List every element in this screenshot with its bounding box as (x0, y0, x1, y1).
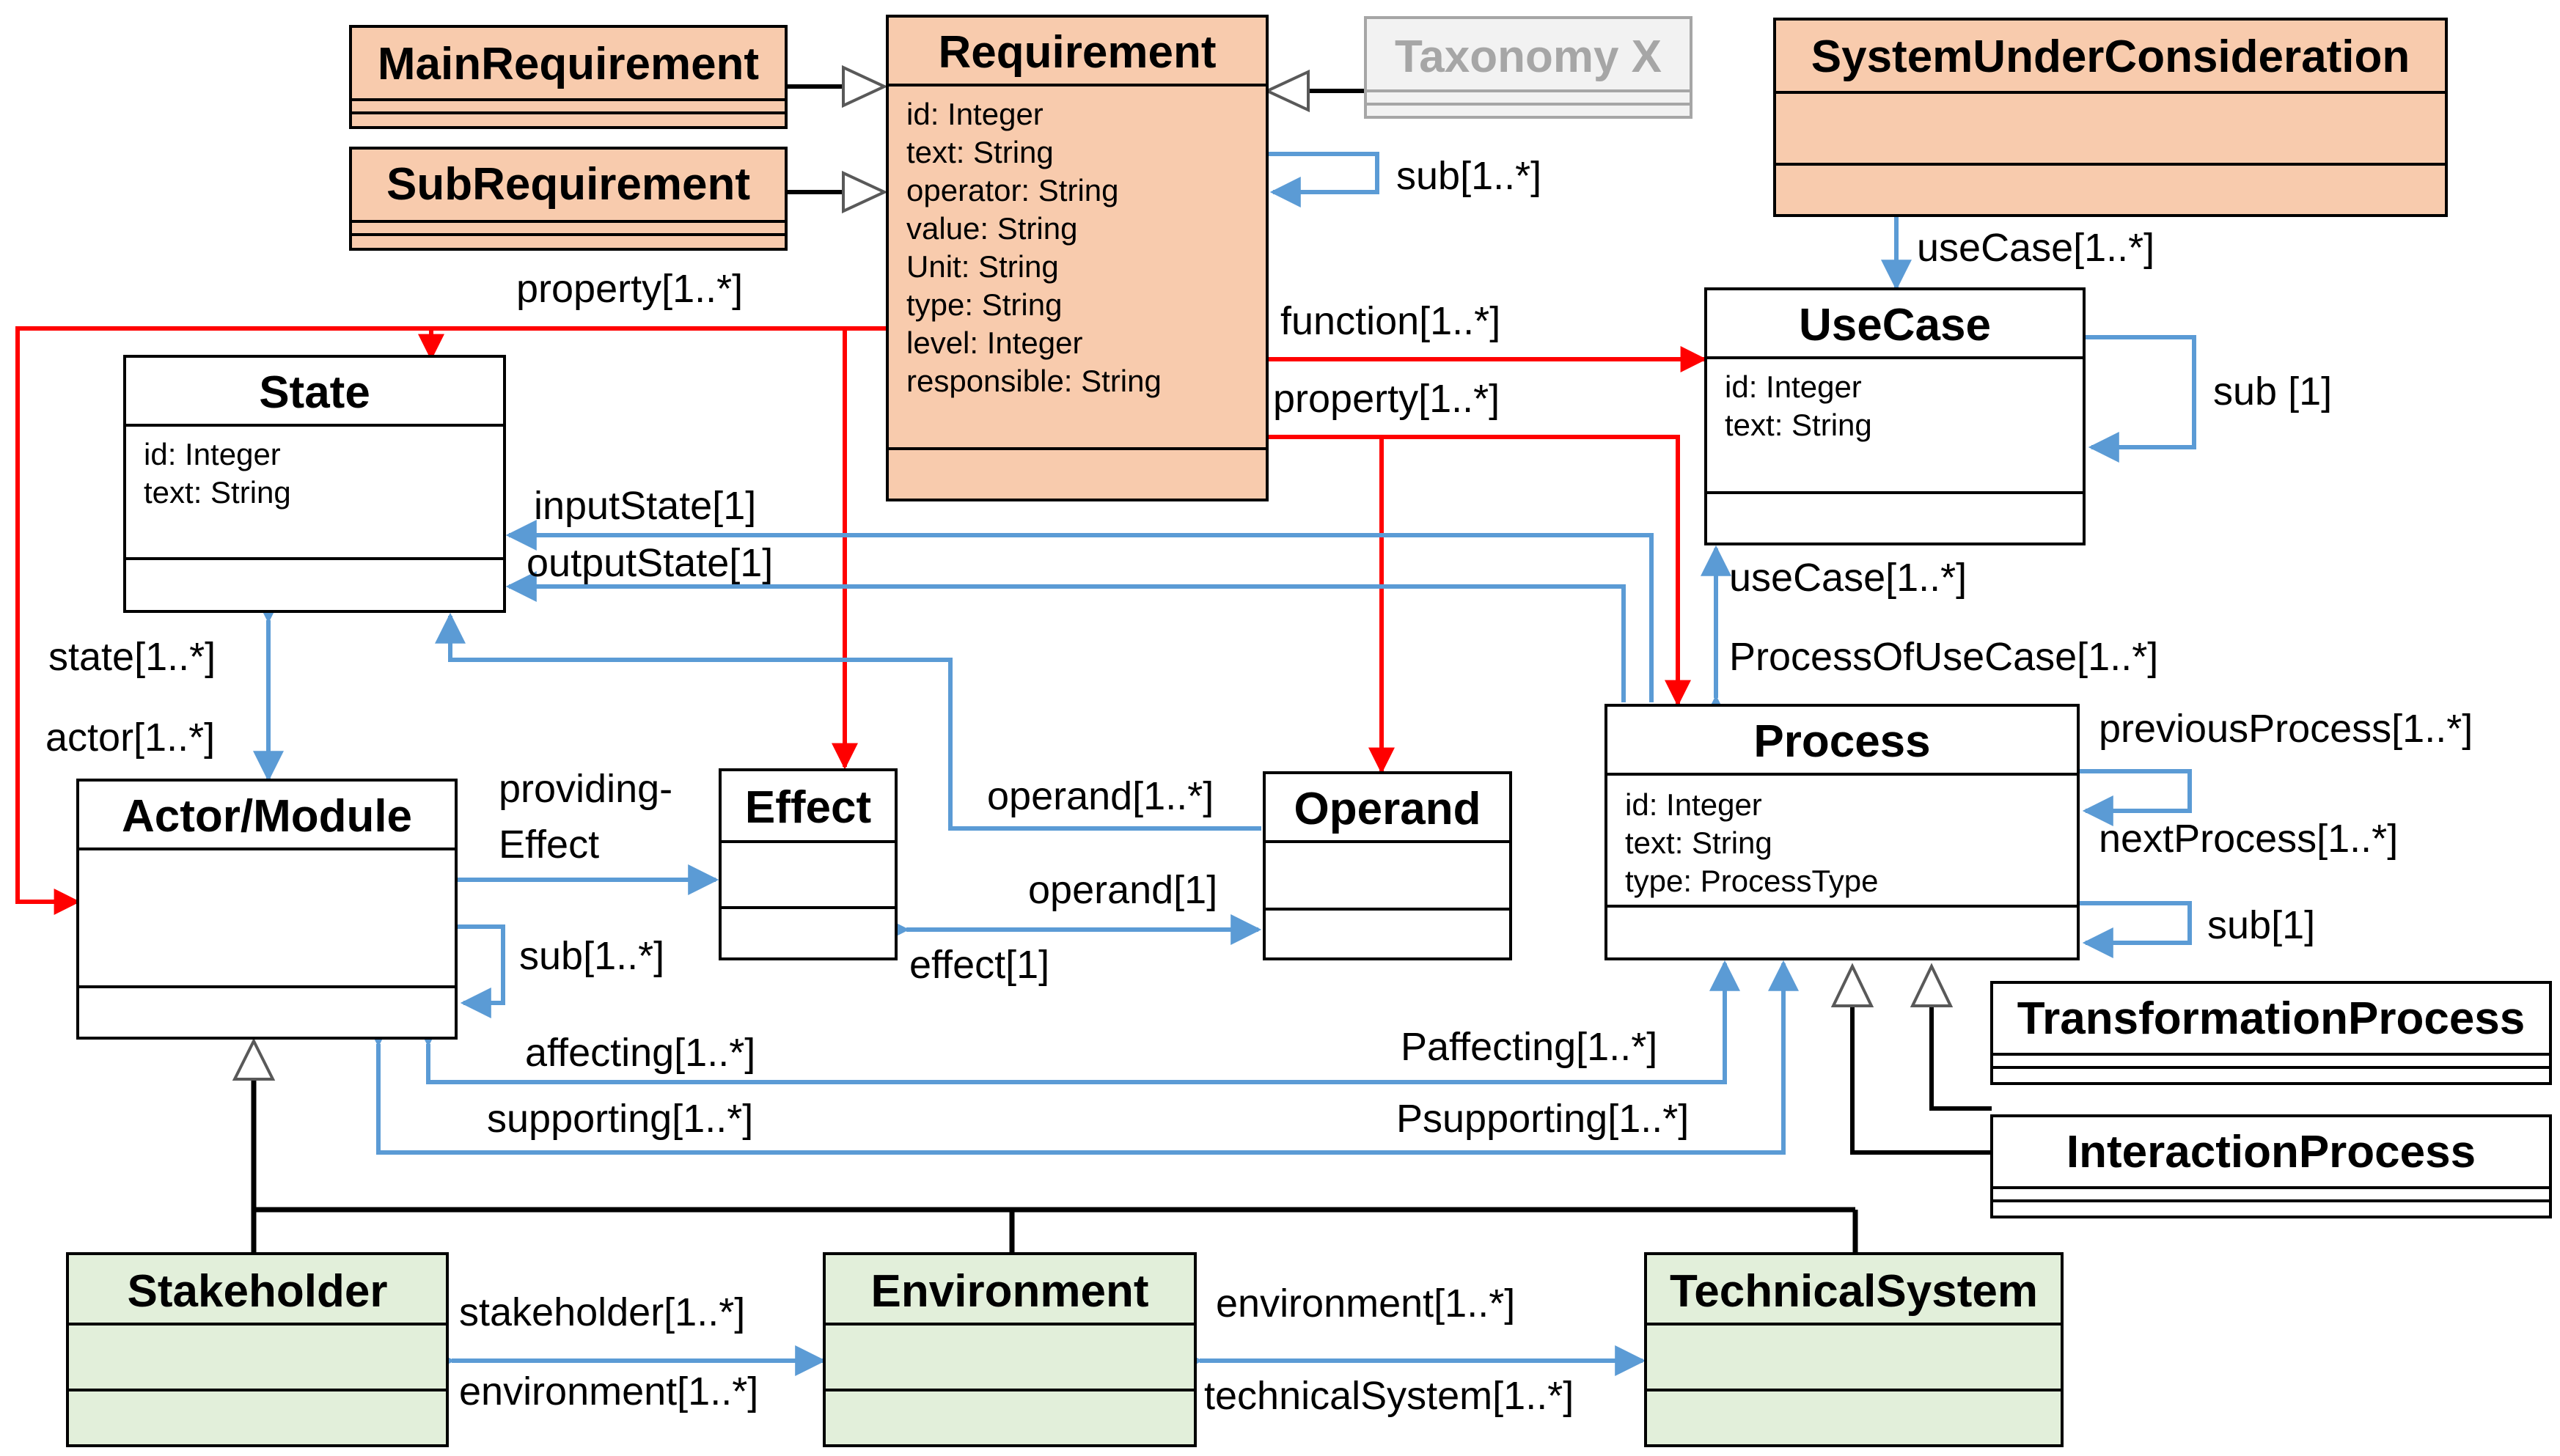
main-requirement-title: MainRequirement (378, 39, 759, 89)
use-case-attr-text: text: String (1725, 408, 1872, 442)
class-technical-system[interactable]: TechnicalSystem (1644, 1252, 2064, 1447)
label-p-affecting: Paffecting[1..*] (1401, 1025, 1657, 1069)
requirement-attr-unit: Unit: String (906, 249, 1059, 284)
assoc-usecase-sub (2086, 335, 2196, 463)
requirement-attr-type: type: String (906, 287, 1062, 322)
stakeholder-title: Stakeholder (128, 1266, 388, 1317)
class-interaction-process[interactable]: InteractionProcess (1990, 1114, 2552, 1218)
assoc-operand-state (435, 612, 1261, 831)
class-requirement[interactable]: Requirement id: Integer text: String ope… (886, 15, 1269, 501)
class-taxonomy[interactable]: Taxonomy X (1364, 16, 1692, 119)
environment-title: Environment (871, 1266, 1149, 1317)
assoc-property-to-process (1267, 435, 1691, 707)
label-uc-sub: sub [1] (2213, 369, 2332, 413)
inheritance-interaction-process (1830, 963, 1992, 1155)
assoc-process-sub (2080, 901, 2192, 958)
label-process-sub: sub[1] (2207, 903, 2315, 947)
process-title: Process (1753, 716, 1930, 767)
technical-system-title: TechnicalSystem (1670, 1266, 2038, 1317)
label-p-supporting: Psupporting[1..*] (1396, 1097, 1689, 1141)
state-attr-text: text: String (144, 475, 291, 510)
process-attr-id: id: Integer (1625, 787, 1762, 822)
label-next-process: nextProcess[1..*] (2099, 817, 2398, 861)
process-attr-type: type: ProcessType (1625, 864, 1879, 898)
label-req-sub: sub[1..*] (1396, 154, 1541, 198)
label-supporting: supporting[1..*] (487, 1097, 753, 1141)
assoc-actor-sub (456, 924, 505, 1018)
label-providing-effect-2: Effect (499, 823, 599, 867)
label-providing-effect-1: providing- (499, 767, 672, 811)
class-main-requirement[interactable]: MainRequirement (349, 25, 788, 129)
label-process-of-use-case: ProcessOfUseCase[1..*] (1729, 635, 2158, 679)
label-req-property-left: property[1..*] (516, 267, 743, 311)
requirement-attr-operator: operator: String (906, 173, 1119, 207)
label-technical-system: technicalSystem[1..*] (1204, 1374, 1574, 1418)
transformation-process-title: TransformationProcess (2017, 993, 2526, 1044)
class-environment[interactable]: Environment (823, 1252, 1197, 1447)
assoc-supporting (363, 960, 1799, 1155)
assoc-requirement-sub (1267, 152, 1379, 207)
label-affecting: affecting[1..*] (525, 1031, 755, 1075)
label-operand-one: operand[1] (1028, 868, 1217, 912)
label-operand-multi: operand[1..*] (987, 774, 1214, 818)
label-state-multi: state[1..*] (48, 635, 216, 679)
label-output-state: outputState[1] (527, 541, 773, 585)
class-process[interactable]: Process id: Integer text: String type: P… (1604, 704, 2080, 960)
inheritance-taxonomy (1264, 69, 1365, 113)
label-effect-one: effect[1] (909, 943, 1049, 987)
actor-module-title: Actor/Module (122, 791, 412, 842)
state-attr-id: id: Integer (144, 437, 281, 471)
use-case-title: UseCase (1799, 300, 1991, 350)
requirement-attr-value: value: String (906, 211, 1077, 246)
class-operand[interactable]: Operand (1263, 771, 1512, 960)
label-stakeholder-multi: stakeholder[1..*] (459, 1290, 745, 1334)
operand-title: Operand (1294, 784, 1481, 834)
requirement-attr-id: id: Integer (906, 97, 1044, 131)
requirement-attr-responsible: responsible: String (906, 364, 1162, 398)
label-actor-sub: sub[1..*] (519, 934, 664, 978)
label-actor-multi: actor[1..*] (45, 716, 215, 760)
label-previous-process: previousProcess[1..*] (2099, 707, 2473, 751)
label-input-state: inputState[1] (534, 484, 756, 528)
class-system-under-consideration[interactable]: SystemUnderConsideration (1773, 18, 2448, 217)
inheritance-transformation-process (1910, 963, 1992, 1111)
class-actor-module[interactable]: Actor/Module (76, 779, 458, 1040)
label-req-function: function[1..*] (1280, 299, 1500, 343)
inheritance-main-requirement (786, 65, 888, 109)
label-req-property-right: property[1..*] (1273, 377, 1500, 421)
label-suc-use-case: useCase[1..*] (1917, 226, 2154, 270)
effect-title: Effect (745, 782, 871, 833)
assoc-property-to-state (418, 326, 887, 361)
requirement-title: Requirement (939, 27, 1217, 78)
class-state[interactable]: State id: Integer text: String (123, 355, 506, 613)
inheritance-actor-subclasses (232, 1037, 1858, 1254)
requirement-attr-level: level: Integer (906, 326, 1082, 360)
label-environment-right: environment[1..*] (1216, 1282, 1515, 1326)
use-case-attr-id: id: Integer (1725, 369, 1862, 404)
class-transformation-process[interactable]: TransformationProcess (1990, 981, 2552, 1085)
label-environment-left: environment[1..*] (459, 1369, 758, 1413)
system-under-consideration-title: SystemUnderConsideration (1811, 32, 2410, 82)
assoc-input-state (505, 520, 1654, 702)
assoc-property-to-actor (15, 326, 431, 915)
interaction-process-title: InteractionProcess (2066, 1127, 2476, 1177)
taxonomy-title: Taxonomy X (1395, 32, 1662, 82)
class-effect[interactable]: Effect (719, 768, 898, 960)
class-use-case[interactable]: UseCase id: Integer text: String (1704, 287, 2086, 545)
process-attr-text: text: String (1625, 826, 1772, 860)
inheritance-sub-requirement (786, 170, 888, 214)
class-stakeholder[interactable]: Stakeholder (66, 1252, 449, 1447)
sub-requirement-title: SubRequirement (386, 159, 750, 210)
class-sub-requirement[interactable]: SubRequirement (349, 147, 788, 251)
requirement-attr-text: text: String (906, 135, 1054, 169)
assoc-previous-process (2080, 769, 2192, 826)
label-uc-use-case: useCase[1..*] (1729, 556, 1967, 600)
state-title: State (259, 367, 370, 418)
assoc-output-state (505, 571, 1626, 702)
